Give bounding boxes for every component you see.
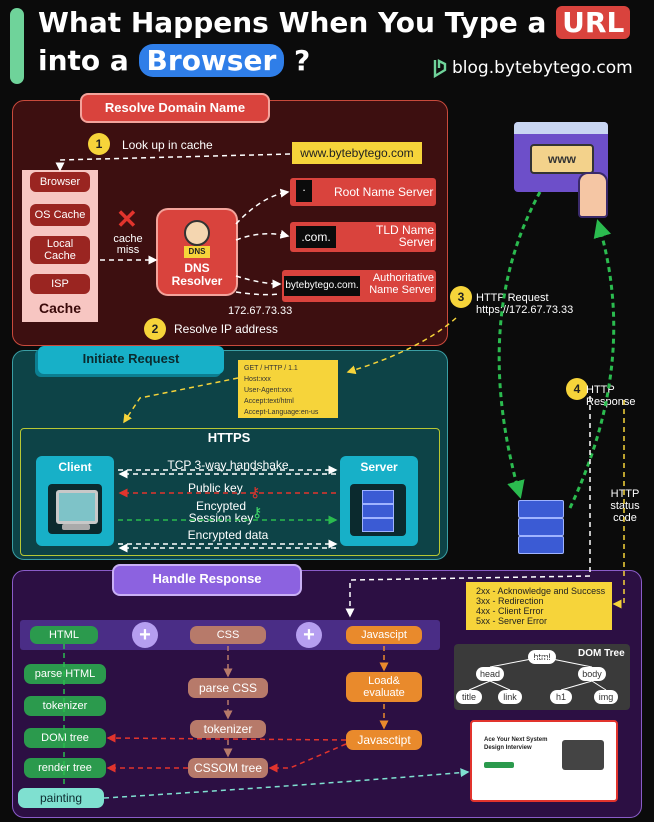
rendered-page-preview: Ace Your Next System Design Interview [470, 720, 618, 802]
request-headers: GET / HTTP / 1.1 Host:xxx User-Agent:xxx… [238, 360, 338, 418]
url-tag: www.bytebytego.com [292, 142, 422, 164]
dns-resolver-label: DNS Resolver [171, 261, 223, 288]
https-box [20, 428, 440, 556]
parse-html-pill: parse HTML [24, 664, 106, 684]
public-key-label: Public key [188, 481, 243, 495]
cache-miss-icon: ✕ [116, 204, 138, 234]
auth-label: Authoritative Name Server [369, 272, 434, 296]
root-label: Root Name Server [334, 185, 434, 199]
tokenizer-pill: tokenizer [24, 696, 106, 716]
request-title: Initiate Request [38, 346, 224, 374]
client-label: Client [58, 460, 92, 474]
brand: blog.bytebytego.com [432, 58, 633, 78]
hand-pointer-icon [578, 172, 608, 218]
step-1-label: Look up in cache [122, 138, 213, 152]
response-title: Handle Response [114, 566, 300, 594]
brand-text: blog.bytebytego.com [452, 58, 633, 78]
cache-label: Cache [38, 300, 82, 316]
step-3-badge: 3 [450, 286, 472, 308]
session-key-icon: ⚷ [252, 504, 263, 520]
preview-headline: Ace Your Next System Design Interview [484, 737, 548, 751]
dom-node-title: title [456, 690, 482, 704]
header-line: User-Agent:xxx [244, 387, 292, 394]
auth-tag: bytebytego.com. [284, 276, 360, 296]
dom-tree-pill: DOM tree [24, 728, 106, 748]
status-codes-box: 2xx - Acknowledge and Success 3xx - Redi… [466, 582, 612, 630]
status-code-2xx: 2xx - Acknowledge and Success [476, 586, 606, 596]
title-question: ? [294, 44, 311, 77]
globe-icon [184, 220, 210, 246]
parse-css-pill: parse CSS [188, 678, 268, 698]
js-pill: Javascipt [346, 626, 422, 644]
plus-icon-1: + [132, 622, 158, 648]
cache-os: OS Cache [30, 204, 90, 226]
css-tokenizer-pill: tokenizer [190, 720, 266, 738]
title-highlight-url: URL [556, 6, 631, 39]
dom-tree-title: DOM Tree [578, 648, 625, 659]
dns-badge: DNS [184, 246, 210, 258]
session-key-label: Encypted Session key [188, 499, 254, 525]
status-code-4xx: 4xx - Client Error [476, 606, 544, 616]
header-line: Accept:text/html [244, 398, 294, 405]
handshake-label: TCP 3-way handshake [167, 458, 289, 472]
dom-node-body: body [578, 667, 606, 681]
status-code-3xx: 3xx - Redirection [476, 596, 544, 606]
status-code-5xx: 5xx - Server Error [476, 616, 548, 626]
painting-pill: painting [18, 788, 104, 808]
resolved-ip: 172.67.73.33 [228, 305, 293, 317]
encrypted-data-label: Encrypted data [187, 528, 269, 542]
cache-isp: ISP [30, 274, 90, 294]
resolve-title: Resolve Domain Name [82, 95, 268, 121]
tld-tag: .com. [296, 226, 336, 248]
cache-local: Local Cache [30, 236, 90, 264]
root-tag: . [296, 180, 312, 202]
step-2-badge: 2 [144, 318, 166, 340]
root-server [290, 178, 436, 206]
dom-node-img: img [594, 690, 618, 704]
step-4-badge: 4 [566, 378, 588, 400]
cache-browser: Browser [30, 172, 90, 192]
tld-label: TLD Name Server [375, 223, 434, 249]
plus-icon-2: + [296, 622, 322, 648]
server-icon [350, 484, 406, 536]
accent-bar [10, 8, 24, 84]
step-2-label: Resolve IP address [174, 322, 278, 336]
computer-icon [48, 484, 102, 534]
dom-node-link: link [498, 690, 522, 704]
load-evaluate-pill: Load& evaluate [346, 672, 422, 702]
page-title-line2: into a Browser ? [38, 44, 310, 78]
cssom-tree-pill: CSSOM tree [188, 758, 268, 778]
step-1-badge: 1 [88, 133, 110, 155]
title-text: What Happens When You Type a [38, 6, 547, 39]
render-tree-pill: render tree [24, 758, 106, 778]
bytebytego-logo-icon [433, 59, 447, 78]
header-line: Host:xxx [244, 376, 271, 383]
title-highlight-browser: Browser [138, 44, 285, 77]
key-icon: ⚷ [250, 484, 261, 500]
status-code-label: HTTP status code [610, 488, 640, 524]
html-pill: HTML [30, 626, 98, 644]
title-text: into a [38, 44, 129, 77]
javascript-pill: Javasctipt [346, 730, 422, 750]
dom-node-head: head [476, 667, 504, 681]
dom-node-h1: h1 [550, 690, 572, 704]
css-pill: CSS [190, 626, 266, 644]
header-line: Accept-Language:en-us [244, 409, 319, 416]
web-server-icon [518, 500, 564, 554]
https-title: HTTPS [207, 430, 251, 445]
server-label: Server [360, 460, 398, 474]
cache-miss-label: cache miss [113, 233, 143, 256]
header-line: GET / HTTP / 1.1 [244, 365, 298, 372]
page-title-line1: What Happens When You Type a URL [38, 6, 631, 40]
